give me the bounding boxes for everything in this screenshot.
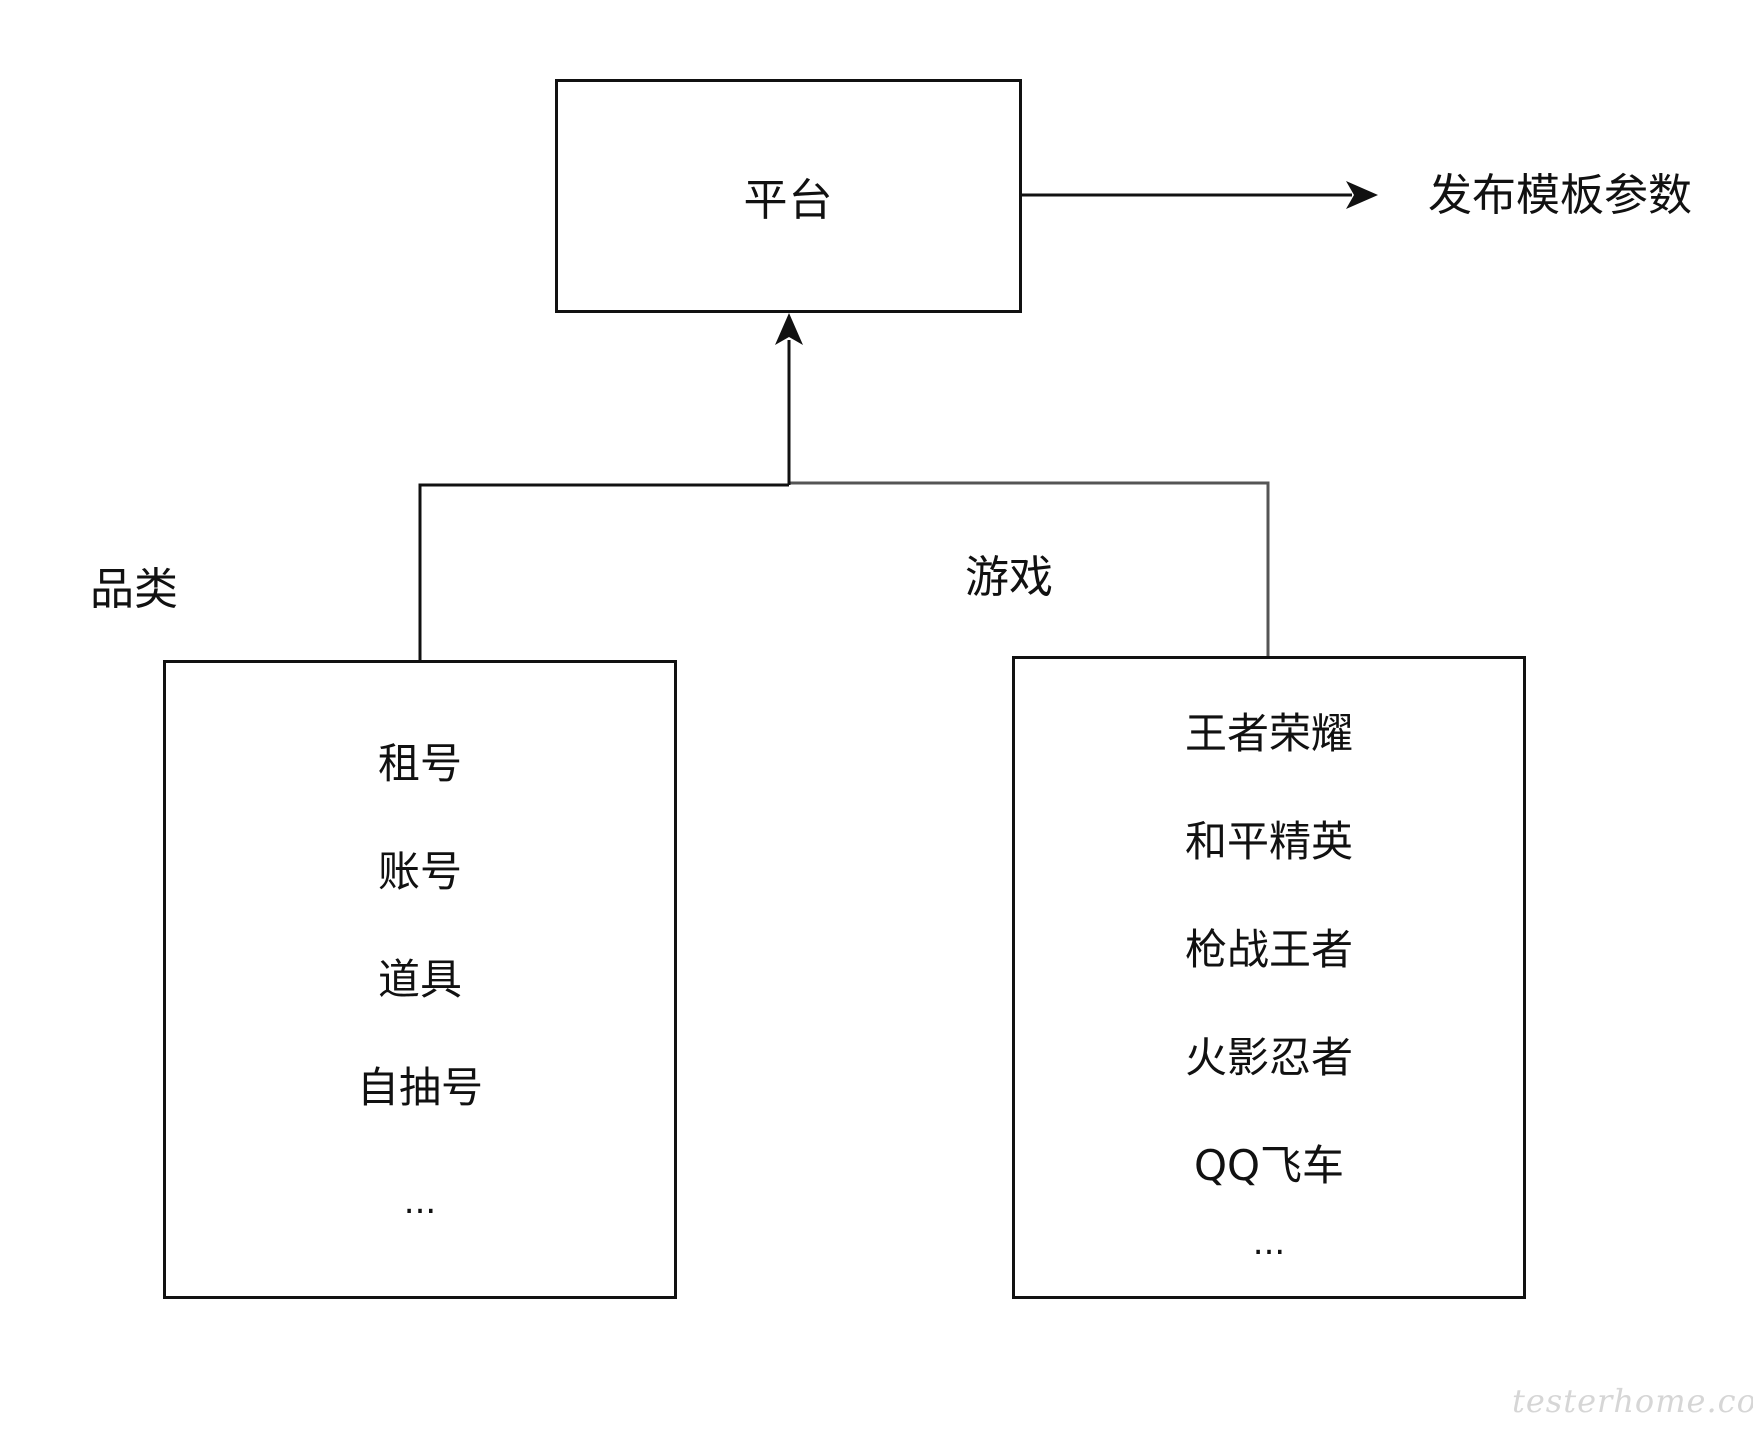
game-item: 枪战王者 <box>1184 925 1353 974</box>
category-item: 自抽号 <box>356 1063 483 1112</box>
game-title: 游戏 <box>965 552 1053 603</box>
category-item: 租号 <box>377 739 462 788</box>
category-box: 租号 账号 道具 自抽号 ... <box>163 660 677 1299</box>
game-ellipsis: ... <box>1252 1223 1286 1263</box>
output-label: 发布模板参数 <box>1428 170 1692 221</box>
game-box: 王者荣耀 和平精英 枪战王者 火影忍者 QQ飞车 ... <box>1012 656 1526 1299</box>
output-arrowhead <box>1346 181 1378 209</box>
category-list: 租号 账号 道具 自抽号 <box>166 743 674 1175</box>
category-item: 道具 <box>377 955 462 1004</box>
game-item: QQ飞车 <box>1193 1141 1345 1190</box>
game-item: 和平精英 <box>1184 817 1353 866</box>
watermark: testerhome.com <box>1512 1382 1753 1420</box>
category-item: 账号 <box>377 847 462 896</box>
game-item: 王者荣耀 <box>1184 709 1353 758</box>
game-list: 王者荣耀 和平精英 枪战王者 火影忍者 QQ飞车 <box>1015 713 1523 1253</box>
category-connector <box>418 483 789 660</box>
game-item: 火影忍者 <box>1184 1033 1353 1082</box>
category-ellipsis: ... <box>403 1182 437 1222</box>
platform-arrowhead <box>775 313 803 345</box>
platform-label: 平台 <box>743 175 834 226</box>
game-connector <box>789 481 1270 656</box>
category-title: 品类 <box>90 564 178 615</box>
platform-box: 平台 <box>555 79 1022 313</box>
